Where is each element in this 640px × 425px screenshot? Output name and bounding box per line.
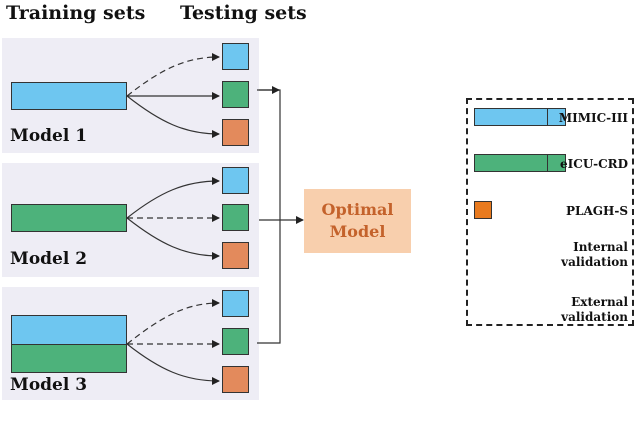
- m3-external-arrow-plagh: [126, 343, 220, 385]
- model-1-training-mimic: [11, 82, 127, 110]
- model-3-test-plagh: [222, 366, 249, 393]
- m2-external-arrow-mimic: [126, 177, 220, 219]
- optimal-model-box: Optimal Model: [304, 189, 411, 253]
- model-3-training-eicu: [11, 344, 127, 373]
- legend-plagh-swatch: [474, 201, 492, 219]
- collector-line: [257, 89, 281, 344]
- model-1-test-eicu: [222, 81, 249, 108]
- legend-eicu-swatch: [474, 154, 566, 172]
- model-2-test-eicu: [222, 204, 249, 231]
- m3-internal-arrow-mimic: [126, 299, 220, 345]
- model-2-label: Model 2: [10, 249, 88, 269]
- legend-eicu-label: eICU-CRD: [560, 157, 628, 171]
- optimal-model-line2: Model: [329, 222, 386, 241]
- model-3-test-mimic: [222, 290, 249, 317]
- testing-sets-header: Testing sets: [180, 2, 307, 24]
- legend-internal-label: Internal validation: [561, 240, 628, 269]
- legend-mimic-swatch: [474, 108, 566, 126]
- model-3-test-eicu: [222, 328, 249, 355]
- m1-external-arrow-plagh: [126, 95, 220, 138]
- model-1-test-mimic: [222, 43, 249, 70]
- model-1-label: Model 1: [10, 126, 88, 146]
- model-3-training-mimic: [11, 315, 127, 344]
- m2-external-arrow-plagh: [126, 217, 220, 260]
- model-2-test-plagh: [222, 242, 249, 269]
- optimal-model-line1: Optimal: [321, 200, 394, 219]
- model-2-test-mimic: [222, 167, 249, 194]
- legend-mimic-label: MIMIC-III: [558, 111, 628, 125]
- legend-external-label: External validation: [561, 295, 628, 324]
- model-2-training-eicu: [11, 204, 127, 232]
- legend: MIMIC-III eICU-CRD PLAGH-S Internal vali…: [466, 98, 634, 326]
- legend-plagh-label: PLAGH-S: [565, 204, 628, 218]
- model-3-label: Model 3: [10, 375, 88, 395]
- training-sets-header: Training sets: [6, 2, 146, 24]
- model-1-test-plagh: [222, 119, 249, 146]
- m1-internal-arrow: [126, 53, 220, 97]
